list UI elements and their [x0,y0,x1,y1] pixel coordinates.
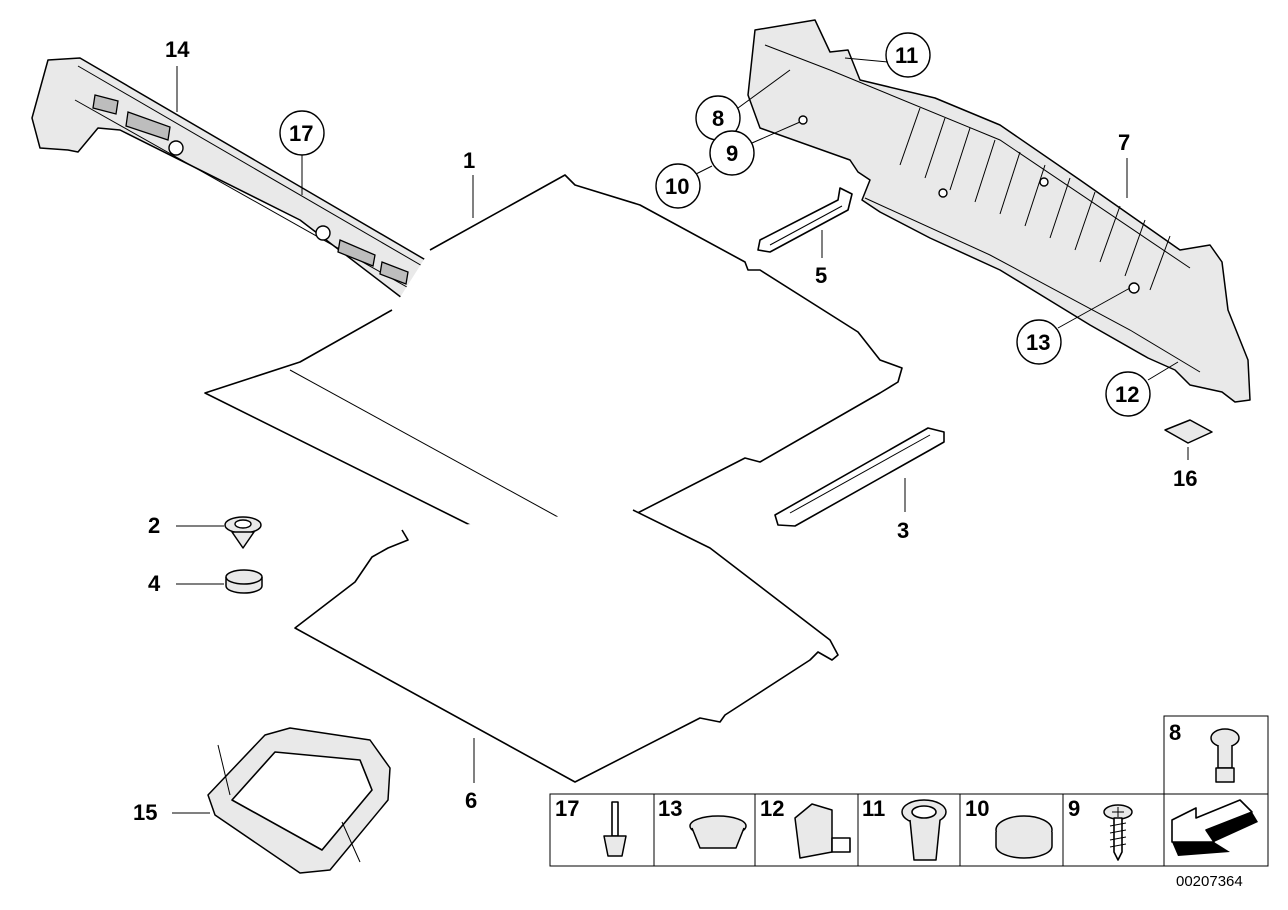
nut-11-icon [901,799,947,861]
legend-label-10: 10 [965,796,989,821]
clip-12-icon [794,803,851,859]
callout-16: 16 [1173,466,1197,491]
pin-17-icon [603,801,627,857]
fastener-legend: 8 17 13 12 11 10 9 [549,715,1269,867]
callout-5: 5 [815,263,827,288]
callout-9: 9 [726,141,738,166]
callout-11: 11 [895,43,918,68]
legend-label-8: 8 [1169,720,1181,745]
clip-8-icon [1210,728,1240,783]
callout-6: 6 [465,788,477,813]
part-2-grommet [224,516,262,549]
part-4-plug [225,569,263,594]
callout-13: 13 [1026,330,1050,355]
rear-panel-ribs [899,107,1171,291]
callout-2: 2 [148,513,160,538]
legend-label-9: 9 [1068,796,1080,821]
callout-3: 3 [897,518,909,543]
legend-label-11: 11 [862,796,885,821]
arrow-pictogram-icon [1171,799,1258,856]
callout-10: 10 [665,174,689,199]
part-3-rail [774,427,945,527]
part-14-cross-panel [31,57,466,373]
screw-9-icon [1103,804,1133,861]
callout-14: 14 [165,37,190,62]
part-5-bracket [757,187,853,253]
legend-label-17: 17 [555,796,579,821]
callout-17: 17 [289,121,313,146]
part-15-cover-frame [207,727,391,874]
callouts: 14 17 1 2 4 15 6 3 5 7 16 8 9 10 11 [133,32,1197,825]
plug-10-icon [995,815,1053,859]
callout-12: 12 [1115,382,1139,407]
part-7-rear-panel [747,19,1251,403]
callout-8: 8 [712,106,724,131]
callout-1: 1 [463,148,475,173]
legend-label-13: 13 [658,796,682,821]
diagram-reference-number: 00207364 [1176,873,1243,890]
cap-13-icon [689,815,747,849]
part-16-pad [1164,419,1213,444]
part-6-floor-mat [294,509,839,783]
callout-7: 7 [1118,130,1130,155]
callout-4: 4 [148,571,161,596]
legend-label-12: 12 [760,796,784,821]
callout-15: 15 [133,800,157,825]
